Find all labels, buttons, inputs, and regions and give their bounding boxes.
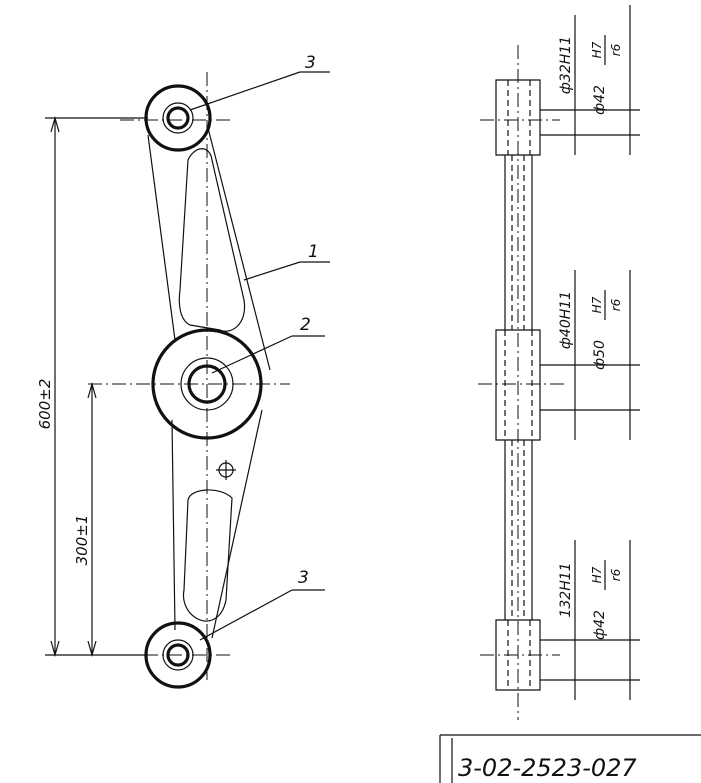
dim-mid-bore: ф40H11 [558, 291, 574, 349]
title-stamp: 3-02-2523-027 [439, 734, 701, 783]
lower-shaft [504, 440, 533, 620]
bottom-hub [495, 619, 541, 691]
dim-mid-fit-dia: ф50 [592, 340, 608, 370]
dim-top-fit-dia: ф42 [592, 85, 608, 115]
link-arm-outline [147, 127, 271, 639]
dim-label-600: 600±2 [36, 379, 54, 430]
leader-2 [211, 335, 293, 374]
fit-den-bot: r6 [609, 568, 623, 581]
dim-bot-fit-dia: ф42 [592, 610, 608, 640]
bottom-bushing [162, 639, 194, 671]
dim-bot-bore: 132H11 [558, 562, 574, 617]
middle-hub [495, 329, 541, 441]
callout-2: 2 [300, 315, 311, 335]
fit-den-top: r6 [609, 43, 623, 56]
center-boss [151, 328, 263, 440]
callout-1: 1 [308, 242, 319, 262]
fit-num-bot: H7 [590, 566, 604, 583]
top-bore [166, 106, 190, 130]
side-view: ф32H11 ф42 H7 r6 ф40H11 ф50 H7 r6 132H11… [478, 5, 640, 720]
callout-3-bottom: 3 [298, 568, 309, 588]
top-hub [495, 79, 541, 156]
fit-num-top: H7 [590, 41, 604, 58]
bottom-bore [166, 643, 190, 667]
leader-1 [243, 261, 301, 281]
callout-3-top: 3 [305, 53, 316, 73]
lower-slot [182, 489, 233, 622]
dim-arrows-600 [50, 115, 60, 658]
dim-arrows-300 [87, 381, 97, 658]
dim-top-bore: ф32H11 [558, 36, 574, 94]
leader-3-top [189, 71, 301, 111]
top-bushing [162, 102, 194, 134]
fit-den-mid: r6 [609, 298, 623, 311]
center-bore [187, 364, 227, 404]
top-boss [144, 84, 212, 152]
front-view: 600±2 300±1 3 1 2 3 [36, 53, 330, 689]
center-bushing [180, 357, 234, 411]
upper-shaft [504, 155, 533, 330]
upper-slot [178, 148, 246, 332]
leader-3-bottom [199, 589, 293, 641]
fit-num-mid: H7 [590, 296, 604, 313]
dim-label-300: 300±1 [73, 515, 91, 566]
drawing-code: 3-02-2523-027 [458, 754, 637, 782]
